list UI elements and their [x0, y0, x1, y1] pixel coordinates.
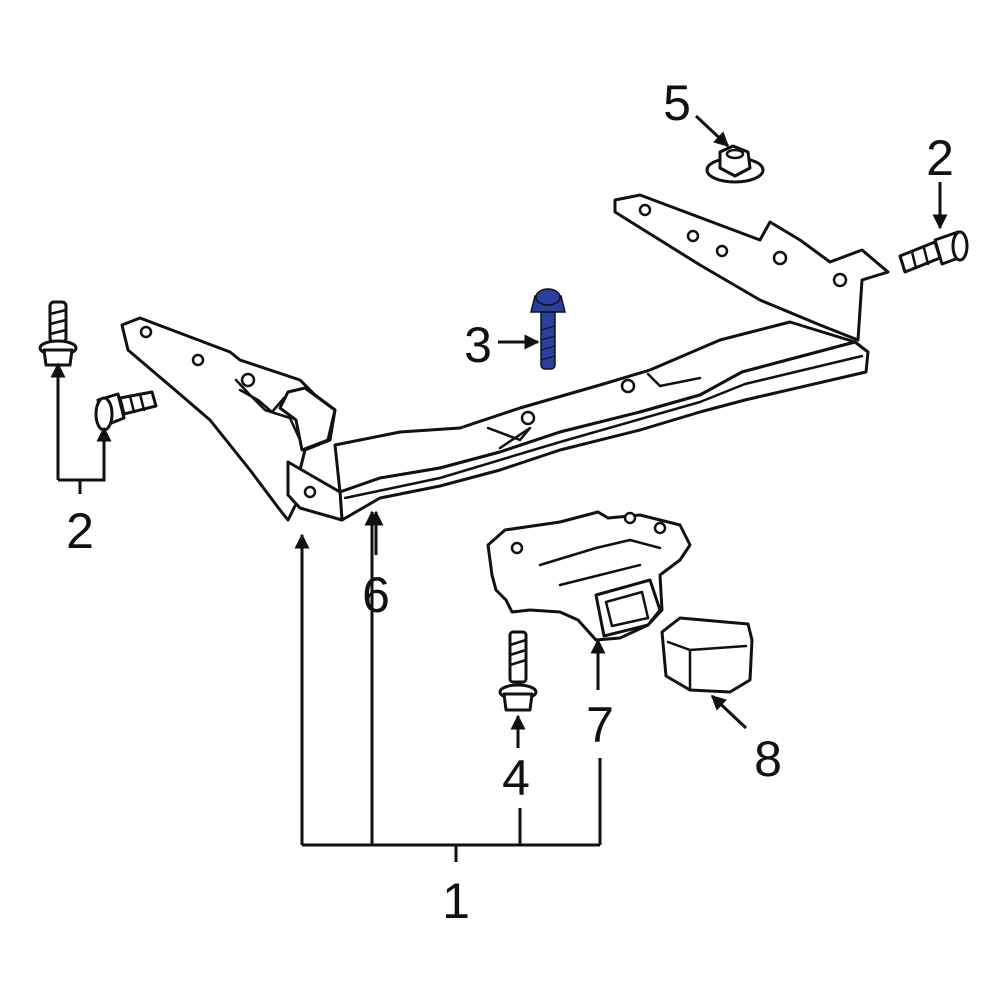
- callout-5: 5: [663, 75, 691, 131]
- bolt-2-angled-right[interactable]: [898, 230, 969, 274]
- callout-3: 3: [464, 317, 492, 373]
- hitch-receiver-bracket[interactable]: [486, 510, 692, 642]
- bolt-3[interactable]: [530, 288, 566, 370]
- callout-6: 6: [362, 567, 390, 623]
- bolt-2-angled-left[interactable]: [94, 390, 158, 432]
- callout-8: 8: [754, 731, 782, 787]
- flange-nut-5[interactable]: [705, 144, 765, 184]
- bolt-2-vertical[interactable]: [38, 300, 78, 367]
- callout-1: 1: [442, 873, 470, 929]
- callout-2-right: 2: [926, 130, 954, 186]
- callout-7: 7: [586, 697, 614, 753]
- hitch-cover[interactable]: [660, 616, 754, 694]
- leader-lines: [50, 114, 948, 862]
- bolt-4[interactable]: [498, 630, 538, 712]
- hitch-crossmember[interactable]: [120, 193, 890, 522]
- callout-4: 4: [502, 750, 530, 806]
- callout-2-left: 2: [66, 503, 94, 559]
